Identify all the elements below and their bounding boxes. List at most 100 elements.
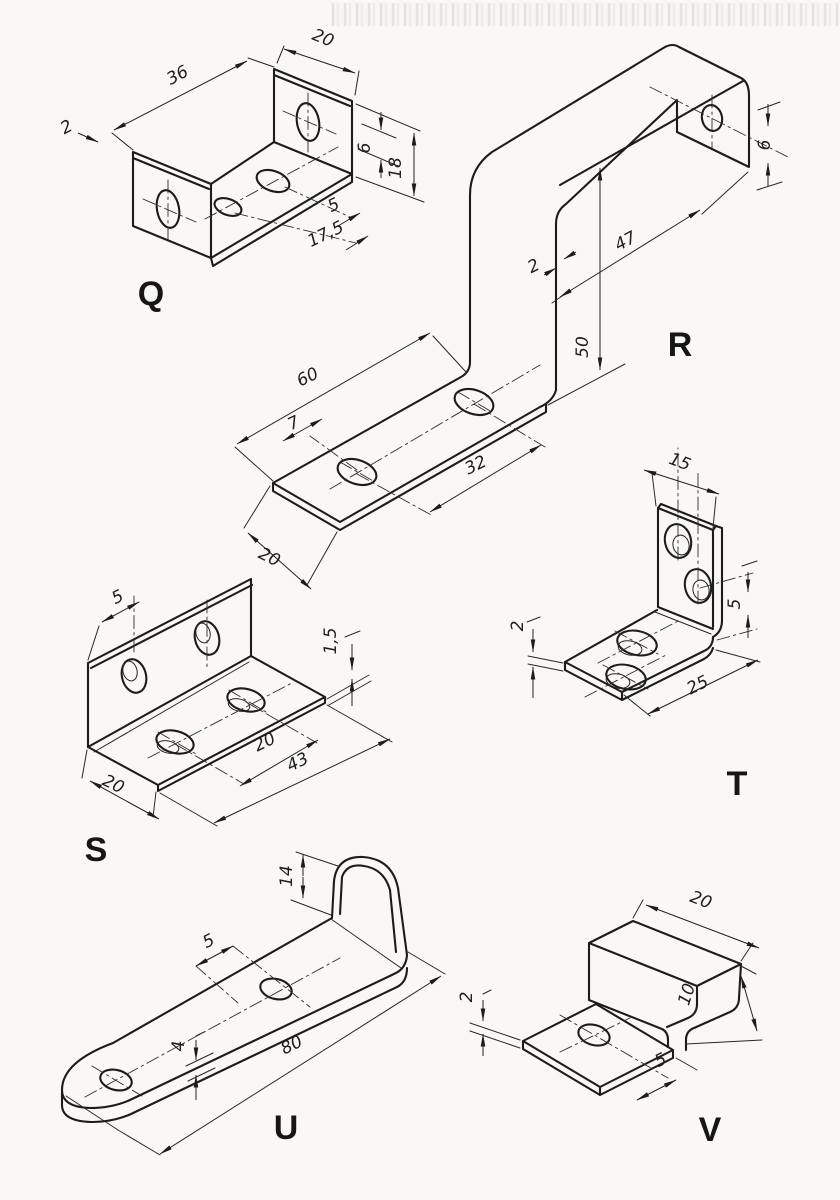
- t-base: [563, 608, 715, 702]
- s-wall-hole-1: [120, 658, 148, 694]
- u-dim-5: 5: [200, 930, 218, 953]
- part-r: 47 2 50 6 60 7 32 20 R: [234, 43, 789, 590]
- scan-noise-band: [332, 3, 838, 26]
- u-flange-inner: [338, 864, 398, 954]
- r-dim-6: 6: [755, 139, 775, 150]
- v-dim-20-line: [645, 904, 760, 949]
- t-extension-lines: [526, 472, 761, 717]
- q-dim-20-line: [283, 48, 356, 74]
- v-dim-10-line: [740, 975, 758, 1032]
- q-dim-5-arrow: [337, 212, 361, 227]
- s-label: S: [85, 831, 108, 869]
- v-extension-lines: [469, 899, 763, 1071]
- v-label: V: [699, 1111, 722, 1149]
- r-dim-60: 60: [294, 364, 322, 391]
- r-dim-2-arrow-a: [543, 267, 557, 277]
- t-dim-25-line: [647, 659, 759, 715]
- u-dim-5-line: [195, 945, 234, 967]
- q-dim-17_5-arrow: [345, 235, 369, 251]
- u-hole-1: [99, 1068, 133, 1092]
- s-dim-5-line: [101, 601, 140, 623]
- v-base: [521, 1002, 675, 1097]
- s-wall-hole-2: [193, 620, 221, 656]
- q-base-hole-hidden: [213, 197, 243, 217]
- q-dim-17_5: 17,5: [304, 217, 347, 252]
- q-dim-5: 5: [325, 194, 343, 217]
- s-dim-20-width: 20: [99, 771, 127, 798]
- r-dim-47: 47: [611, 228, 640, 256]
- u-flange-bend-line: [330, 918, 402, 969]
- t-base-hole-1-countersink: [617, 640, 643, 656]
- r-dim-32: 32: [462, 452, 490, 479]
- s-dim-43: 43: [284, 749, 312, 776]
- s-dim-1_5: 1,5: [321, 627, 341, 654]
- r-dim-7-line: [282, 418, 323, 442]
- v-dim-2: 2: [457, 992, 477, 1003]
- s-centerlines: [133, 595, 318, 785]
- part-v: 20 10 2 5 V: [457, 887, 763, 1149]
- s-base-hole-1-countersink: [156, 740, 180, 754]
- s-base-hole-2: [226, 687, 266, 713]
- q-slot-hole-right: [295, 102, 321, 142]
- t-wall-hole-2-countersink: [692, 579, 710, 601]
- t-centerlines: [584, 447, 758, 698]
- r-base-hole-1: [336, 457, 378, 487]
- q-dim-36-line: [113, 60, 248, 131]
- r-base-plate: [271, 360, 558, 532]
- t-dim-2: 2: [508, 621, 528, 632]
- r-top-face-edge: [558, 79, 745, 187]
- q-label: Q: [138, 275, 164, 313]
- s-base-hole-2-countersink: [227, 698, 251, 712]
- v-dim-5-line: [636, 1079, 677, 1101]
- t-dim-5: 5: [725, 599, 745, 610]
- q-dim-2-arrow: [77, 132, 99, 143]
- r-dim-20: 20: [255, 544, 283, 571]
- v-base-hole: [577, 1023, 611, 1047]
- s-bend-line: [93, 661, 250, 753]
- q-dim-20: 20: [309, 25, 337, 52]
- part-u: 14 5 4 80 U: [60, 851, 446, 1156]
- q-right-plate: [272, 67, 354, 176]
- s-wall-hole-1-countersink: [122, 660, 138, 682]
- q-base-hole: [255, 168, 291, 194]
- r-extension-lines: [234, 101, 783, 586]
- s-extension-lines: [81, 625, 393, 827]
- t-wall: [656, 502, 724, 639]
- r-dim-32-line: [429, 444, 542, 513]
- q-extension-lines: [111, 45, 425, 203]
- u-side-seam: [65, 1095, 119, 1131]
- r-base-hole-2: [453, 387, 495, 417]
- t-dim-25: 25: [684, 672, 712, 699]
- part-q: 36 20 2 6 18 5 17,5 Q: [57, 25, 425, 313]
- s-base-hole-1: [155, 729, 195, 755]
- v-centerlines: [559, 1014, 669, 1079]
- r-centerlines: [309, 86, 789, 517]
- q-base: [209, 140, 354, 268]
- r-dim-20-line: [247, 532, 312, 590]
- v-dim-20: 20: [687, 887, 714, 913]
- t-dim-15: 15: [666, 449, 693, 475]
- r-dim-50: 50: [573, 336, 593, 358]
- s-wall: [86, 577, 254, 749]
- r-dim-47-line: [559, 209, 701, 298]
- r-dim-2-arrow-b: [563, 250, 577, 260]
- q-slot-hole-left: [155, 189, 181, 229]
- u-label: U: [274, 1109, 299, 1147]
- t-wall-hole-1-countersink: [672, 534, 690, 556]
- u-dim-4: 4: [169, 1041, 189, 1052]
- q-dim-18: 18: [386, 157, 406, 179]
- q-left-plate: [131, 150, 213, 260]
- q-dim-2: 2: [57, 116, 76, 139]
- t-wall-hole-1: [663, 523, 693, 559]
- t-label: T: [727, 765, 748, 803]
- r-upright-top-flange: [468, 43, 751, 392]
- t-dim-15-line: [643, 469, 720, 495]
- r-label: R: [668, 326, 693, 364]
- s-dim-5: 5: [109, 586, 127, 609]
- q-dim-36: 36: [163, 62, 192, 90]
- v-upper-box: [587, 919, 743, 1052]
- s-wall-hole-2-countersink: [195, 622, 211, 644]
- t-base-hole-2: [605, 663, 647, 691]
